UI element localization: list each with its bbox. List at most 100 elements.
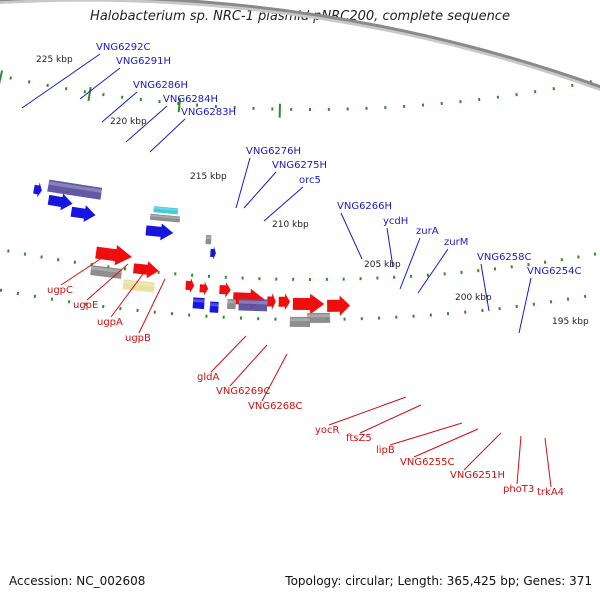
label-leader-lines	[21, 53, 552, 488]
inner-tick	[16, 291, 20, 296]
reverse-gene-feature	[132, 261, 159, 279]
feature-highlight	[150, 214, 181, 220]
reverse-leader-line	[138, 278, 166, 334]
reverse-gene-feature	[199, 281, 209, 296]
outer-tick	[64, 87, 68, 91]
forward-leader-line	[125, 105, 168, 143]
feature-highlight	[238, 300, 268, 305]
forward-gene-label: orc5	[299, 175, 321, 186]
backbone-line	[0, 0, 600, 89]
inner-tick	[33, 294, 37, 299]
feature-highlight	[227, 300, 236, 304]
reverse-gene-label: lipB	[376, 445, 395, 456]
feature-highlight	[123, 280, 155, 287]
forward-gene-feature	[70, 205, 96, 223]
reverse-gene-feature	[219, 282, 231, 298]
reverse-leader-line	[516, 435, 522, 485]
reverse-leader-line	[110, 269, 147, 318]
inner-tick	[593, 252, 597, 256]
outer-tick	[9, 76, 13, 80]
major-tick	[87, 86, 92, 102]
reverse-leader-line	[86, 263, 129, 301]
kbp-label: 215 kbp	[190, 172, 227, 182]
reverse-leader-line	[463, 432, 502, 471]
reverse-leader-line	[60, 253, 109, 286]
feature-highlight	[289, 318, 310, 322]
gene-features	[33, 179, 350, 327]
feature-highlight	[205, 236, 212, 240]
forward-leader-line	[399, 237, 421, 290]
forward-gene-feature	[145, 223, 174, 241]
forward-gene-feature	[209, 301, 219, 313]
outer-tick	[46, 83, 49, 88]
feature-highlight	[153, 206, 179, 211]
kbp-label: 200 kbp	[455, 293, 492, 303]
inner-tick	[40, 255, 43, 259]
forward-gene-label: VNG6254C	[527, 266, 582, 277]
major-tick	[0, 70, 4, 85]
gene-feature	[122, 279, 155, 293]
feature-highlight	[90, 266, 122, 274]
gene-feature	[238, 298, 268, 312]
forward-gene-label: zurA	[416, 226, 439, 237]
reverse-gene-feature	[185, 277, 195, 294]
outer-tick	[27, 80, 31, 84]
reverse-gene-label: ftsZ5	[346, 433, 372, 444]
forward-gene-feature	[210, 246, 216, 260]
feature-highlight	[193, 298, 205, 303]
reverse-gene-label: gldA	[197, 372, 219, 383]
tick-marks	[0, 70, 597, 321]
forward-leader-line	[518, 277, 532, 334]
reverse-gene-label: ugpB	[125, 333, 151, 344]
forward-leader-line	[149, 118, 186, 153]
reverse-gene-label: yocR	[315, 425, 340, 436]
reverse-gene-label: ugpA	[97, 317, 123, 328]
forward-gene-label: VNG6292C	[96, 42, 151, 53]
forward-gene-label: VNG6258C	[477, 252, 532, 263]
forward-leader-line	[480, 263, 490, 312]
gene-feature	[90, 265, 123, 279]
kbp-label: 220 kbp	[110, 117, 147, 127]
inner-tick	[0, 288, 3, 292]
inner-tick	[7, 249, 10, 253]
forward-gene-label: VNG6286H	[133, 80, 188, 91]
reverse-gene-feature	[95, 245, 132, 266]
reverse-gene-label: phoT3	[503, 484, 534, 495]
reverse-gene-label: ugpC	[47, 285, 73, 296]
forward-leader-line	[263, 186, 304, 222]
forward-gene-label: VNG6283H	[181, 107, 236, 118]
forward-leader-line	[340, 212, 363, 260]
gene-feature	[47, 179, 103, 200]
forward-leader-line	[243, 171, 277, 209]
reverse-leader-line	[210, 335, 247, 373]
reverse-leader-line	[544, 437, 552, 488]
reverse-gene-label: VNG6255C	[400, 457, 455, 468]
kbp-label: 225 kbp	[36, 55, 73, 65]
reverse-gene-feature	[292, 293, 325, 315]
forward-leader-line	[417, 248, 449, 294]
plasmid-backbone	[0, 0, 600, 92]
forward-gene-feature	[47, 193, 73, 211]
reverse-gene-label: ugpE	[73, 300, 98, 311]
forward-leader-line	[79, 67, 121, 100]
reverse-leader-line	[413, 428, 479, 458]
outer-tick	[571, 83, 574, 88]
kbp-label: 210 kbp	[272, 220, 309, 230]
forward-leader-line	[101, 91, 138, 123]
reverse-leader-line	[261, 353, 288, 402]
forward-leader-line	[235, 157, 251, 209]
reverse-gene-feature	[267, 293, 276, 311]
forward-gene-label: VNG6291H	[116, 56, 171, 67]
forward-gene-feature	[192, 297, 205, 310]
kbp-label: 195 kbp	[552, 317, 589, 327]
feature-highlight	[307, 314, 331, 318]
forward-gene-label: zurM	[444, 237, 468, 248]
backbone-shadow	[0, 0, 600, 92]
forward-leader-line	[386, 227, 394, 268]
reverse-gene-label: trkA4	[537, 487, 564, 498]
forward-gene-label: ycdH	[383, 216, 408, 227]
gene-feature	[289, 316, 310, 327]
forward-gene-label: VNG6266H	[337, 201, 392, 212]
